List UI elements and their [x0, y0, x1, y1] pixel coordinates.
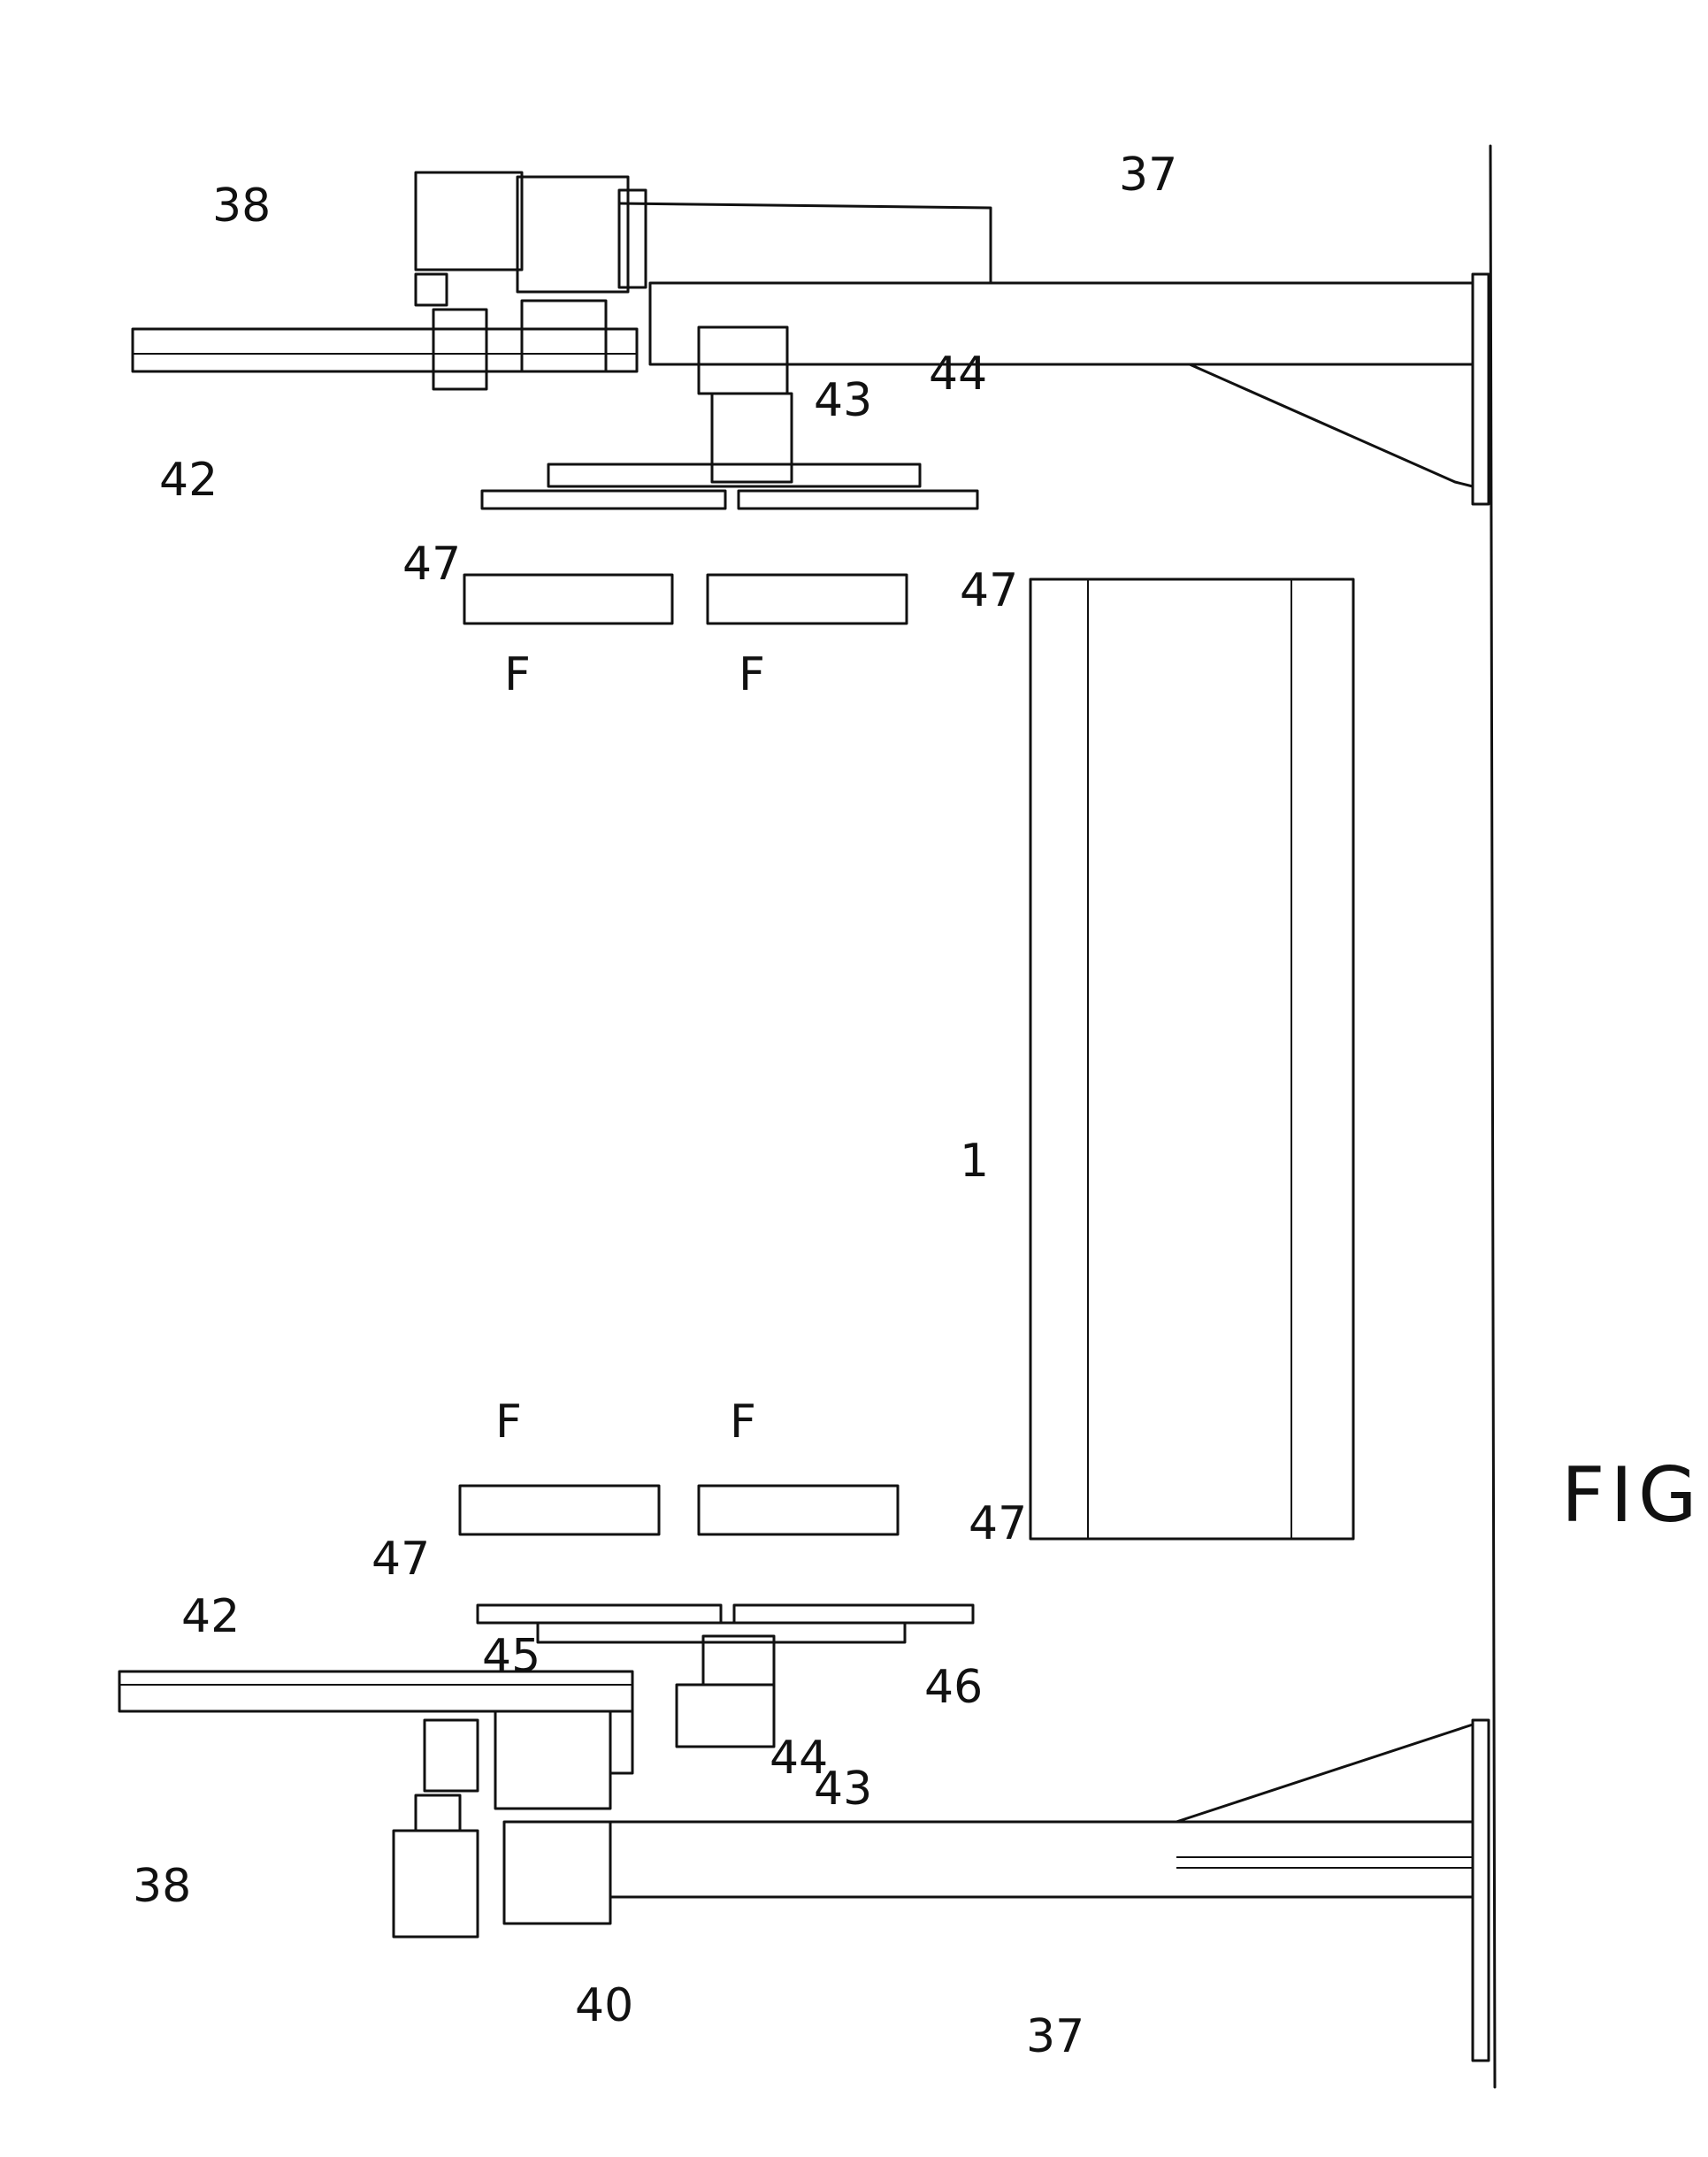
gripper-bottom-left — [478, 1605, 721, 1623]
motor-top-b — [416, 274, 447, 305]
conveyor-body — [1030, 579, 1353, 1539]
housing-bottom-a — [495, 1711, 610, 1809]
gripper-top-left — [482, 491, 725, 509]
rail-top — [133, 329, 637, 371]
label-gripper-bottom-left: 47 — [371, 1533, 430, 1586]
motor-top-a — [416, 172, 522, 270]
label-film-bottom-right: F — [730, 1396, 756, 1449]
column-top-foot — [1473, 274, 1489, 504]
motor-bottom-a — [394, 1831, 478, 1937]
label-part-46: 46 — [924, 1661, 983, 1714]
column-top-slope — [619, 203, 991, 283]
label-film-bottom-left: F — [495, 1396, 522, 1449]
column-top-brace — [1190, 364, 1473, 486]
motor-top-c — [433, 310, 486, 389]
label-plate-top: 44 — [929, 348, 987, 401]
figure-caption: FIG. 7 — [1561, 1451, 1708, 1540]
column-bottom-foot — [1473, 1720, 1489, 2061]
column-bottom — [610, 1822, 1473, 1897]
machine-top — [133, 172, 1489, 623]
label-part-40: 40 — [575, 1979, 633, 2032]
film-top-left — [464, 575, 672, 623]
motor-bottom-b — [416, 1795, 460, 1831]
housing-top-a — [517, 177, 628, 292]
conveyor — [1030, 579, 1353, 1539]
label-frame-top: 37 — [1119, 149, 1177, 202]
label-gripper-top-right: 47 — [960, 564, 1018, 617]
floor-line — [1490, 146, 1495, 2087]
label-unit-bottom: 38 — [133, 1860, 191, 1913]
label-film-top-right: F — [739, 648, 765, 701]
label-conveyor: 1 — [960, 1135, 989, 1188]
film-bottom-right — [699, 1486, 898, 1534]
column-top — [650, 283, 1473, 364]
carriage-top — [699, 327, 787, 394]
label-gripper-top-left: 47 — [402, 538, 461, 591]
label-carriage-bottom: 43 — [814, 1763, 872, 1816]
plate-bottom — [538, 1623, 905, 1642]
film-bottom-left — [460, 1486, 659, 1534]
label-carriage-top: 43 — [814, 374, 872, 427]
carriage-bottom — [677, 1685, 774, 1747]
gripper-bottom-right — [734, 1605, 973, 1623]
housing-bottom-b — [504, 1822, 610, 1924]
label-part-45: 45 — [482, 1630, 540, 1683]
column-bottom-brace — [1176, 1725, 1473, 1822]
carriage-top-arm — [712, 394, 792, 482]
bracket-bottom — [610, 1711, 632, 1773]
label-rail-bottom: 42 — [181, 1590, 240, 1643]
motor-bottom-c — [425, 1720, 478, 1791]
label-unit-top: 38 — [212, 180, 271, 233]
label-gripper-bottom-right: 47 — [969, 1497, 1027, 1550]
rail-bottom — [119, 1671, 632, 1711]
label-rail-top: 42 — [159, 454, 218, 507]
label-film-top-left: F — [504, 648, 531, 701]
label-frame-bottom: 37 — [1026, 2010, 1084, 2063]
film-top-right — [708, 575, 907, 623]
housing-top-b — [522, 301, 606, 371]
gripper-top-right — [739, 491, 977, 509]
